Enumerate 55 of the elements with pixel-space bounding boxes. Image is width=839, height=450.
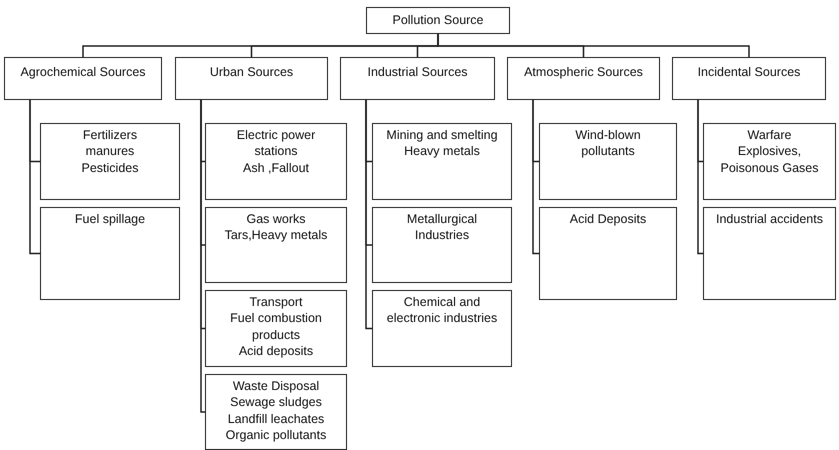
box-text: Warfare	[748, 127, 792, 144]
category-box	[340, 57, 495, 100]
box-text: Gas works	[246, 211, 306, 228]
box-text: Wind-blown pollutants	[574, 127, 642, 160]
source-box	[372, 123, 512, 200]
box-text: Fertilizers	[82, 127, 138, 144]
box-text: Fuel spillage	[74, 211, 146, 228]
connector-line	[200, 100, 205, 413]
source-box	[205, 123, 347, 200]
source-box	[539, 207, 677, 300]
category-box	[175, 57, 328, 100]
box-text: Landfill leachates	[228, 410, 324, 427]
box-text: Pollution Source	[392, 12, 484, 29]
box-text: Waste Disposal	[232, 378, 320, 394]
box-text: Industrial Sources	[367, 64, 468, 80]
box-text: Incidental Sources	[698, 64, 800, 80]
category-box	[4, 57, 162, 100]
box-text: Acid deposits	[238, 342, 314, 359]
connector-line	[437, 34, 750, 57]
source-box	[205, 207, 347, 283]
box-text: Mining and smelting	[386, 127, 498, 144]
box-text: Sewage sludges	[230, 394, 322, 410]
connector-line	[697, 100, 703, 254]
box-text: Tars,Heavy metals	[224, 227, 328, 244]
box-text: Electric power stations	[236, 127, 316, 160]
connector-line	[365, 100, 372, 330]
category-box	[672, 57, 826, 100]
connector-line	[532, 100, 539, 254]
source-box	[703, 123, 836, 200]
box-text: Urban Sources	[210, 64, 294, 80]
box-text: Heavy metals	[404, 143, 480, 160]
box-text: Industrial accidents	[716, 211, 823, 228]
source-box	[372, 207, 512, 283]
connector-line	[29, 100, 40, 254]
box-text: Agrochemical Sources	[20, 64, 146, 80]
source-box	[372, 290, 512, 367]
source-box	[205, 290, 347, 367]
category-box	[507, 57, 660, 100]
box-text: Fuel combustion products	[229, 310, 323, 343]
source-box	[703, 207, 836, 300]
box-text: manures	[86, 143, 134, 160]
box-text: Pesticides	[82, 160, 138, 176]
box-text: Chemical and electronic industries	[386, 294, 498, 326]
box-text: Organic pollutants	[226, 426, 326, 443]
source-box	[205, 374, 347, 450]
box-text: Acid Deposits	[570, 211, 646, 228]
box-text: Explosives, Poisonous Gases	[720, 143, 820, 176]
source-box	[40, 123, 180, 200]
source-box	[539, 123, 677, 200]
box-text: Atmospheric Sources	[524, 64, 643, 80]
box-text: Transport	[249, 294, 303, 310]
box-text: Ash ,Fallout	[242, 160, 309, 176]
source-box	[40, 207, 180, 300]
root-box	[366, 7, 510, 34]
box-text: Metallurgical Industries	[406, 211, 478, 244]
